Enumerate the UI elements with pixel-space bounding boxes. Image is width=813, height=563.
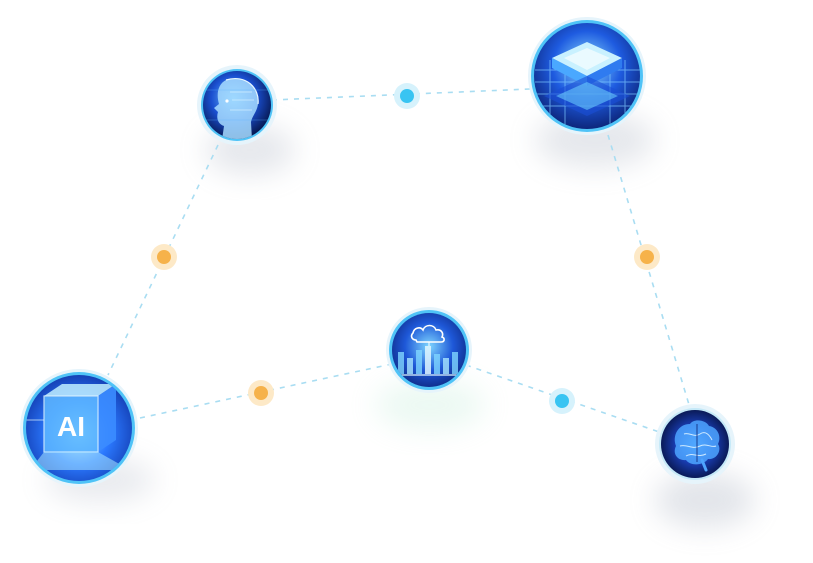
connector-dot-blue: [394, 83, 420, 109]
node-chip: [528, 17, 646, 135]
connector-dot-orange: [151, 244, 177, 270]
connector-dot-orange: [248, 380, 274, 406]
connector-dots: [151, 83, 660, 414]
node-brain: [655, 404, 735, 484]
node-ai: AI: [20, 369, 138, 487]
node-cloud: [386, 307, 472, 393]
connector-dot-blue: [549, 388, 575, 414]
brain-icon: [674, 420, 720, 472]
ai-cube-label: AI: [57, 411, 85, 442]
connector-dot-orange: [634, 244, 660, 270]
ai-cube-icon: AI: [26, 384, 130, 470]
robot-face-icon: [204, 78, 271, 139]
connector-chip-brain: [607, 134, 691, 409]
microchip-icon: [535, 42, 640, 129]
connector-face-ai: [107, 144, 219, 376]
cloud-computing-icon: [392, 324, 466, 376]
node-face: [197, 65, 277, 145]
